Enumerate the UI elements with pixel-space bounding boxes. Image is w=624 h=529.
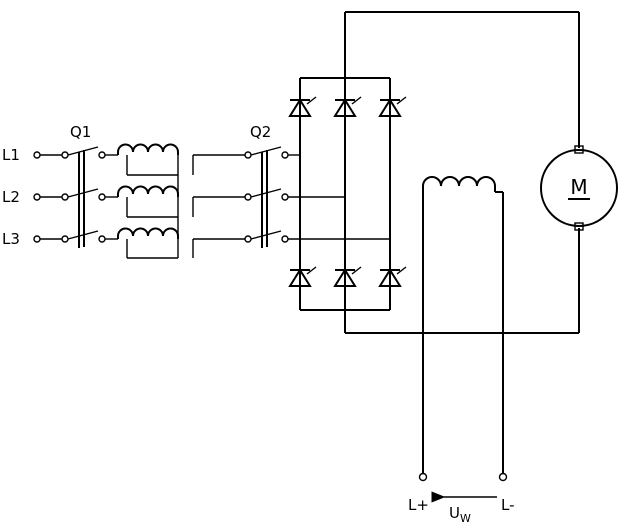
armature-circuit — [344, 11, 580, 334]
thyristor-bottom-center — [333, 266, 362, 287]
label-l3: L3 — [2, 230, 20, 248]
terminal-l2 — [33, 193, 41, 201]
switch-q2: Q2 — [244, 123, 390, 248]
thyristor-bottom-left — [288, 266, 317, 287]
label-uw: UW — [449, 504, 471, 525]
input-terminals: L1 L2 L3 — [2, 146, 62, 248]
terminal-l1 — [33, 151, 41, 159]
label-q2: Q2 — [250, 123, 271, 141]
terminal-l3 — [33, 235, 41, 243]
label-l1: L1 — [2, 146, 20, 164]
motor-circle — [540, 149, 618, 227]
inductor-phase-3 — [117, 227, 179, 239]
inductor-phase-1 — [117, 143, 179, 155]
thyristor-bridge — [288, 77, 407, 311]
motor-label: M — [570, 175, 587, 199]
label-l-minus: L- — [501, 496, 515, 514]
three-phase-inductors — [105, 143, 245, 259]
field-winding — [418, 176, 508, 482]
inductor-phase-2 — [117, 185, 179, 197]
thyristor-top-left — [288, 96, 317, 117]
field-coil — [422, 176, 496, 192]
label-l2: L2 — [2, 188, 20, 206]
field-supply-labels: L+ L- UW — [408, 491, 515, 525]
terminal-l-minus — [498, 472, 508, 482]
dc-motor: M — [540, 145, 618, 231]
terminal-l-plus — [418, 472, 428, 482]
thyristor-bottom-right — [378, 266, 407, 287]
thyristor-top-right — [378, 96, 407, 117]
label-l-plus: L+ — [408, 496, 429, 514]
switch-q1: Q1 — [61, 123, 106, 248]
label-q1: Q1 — [70, 123, 91, 141]
thyristor-top-center — [333, 96, 362, 117]
